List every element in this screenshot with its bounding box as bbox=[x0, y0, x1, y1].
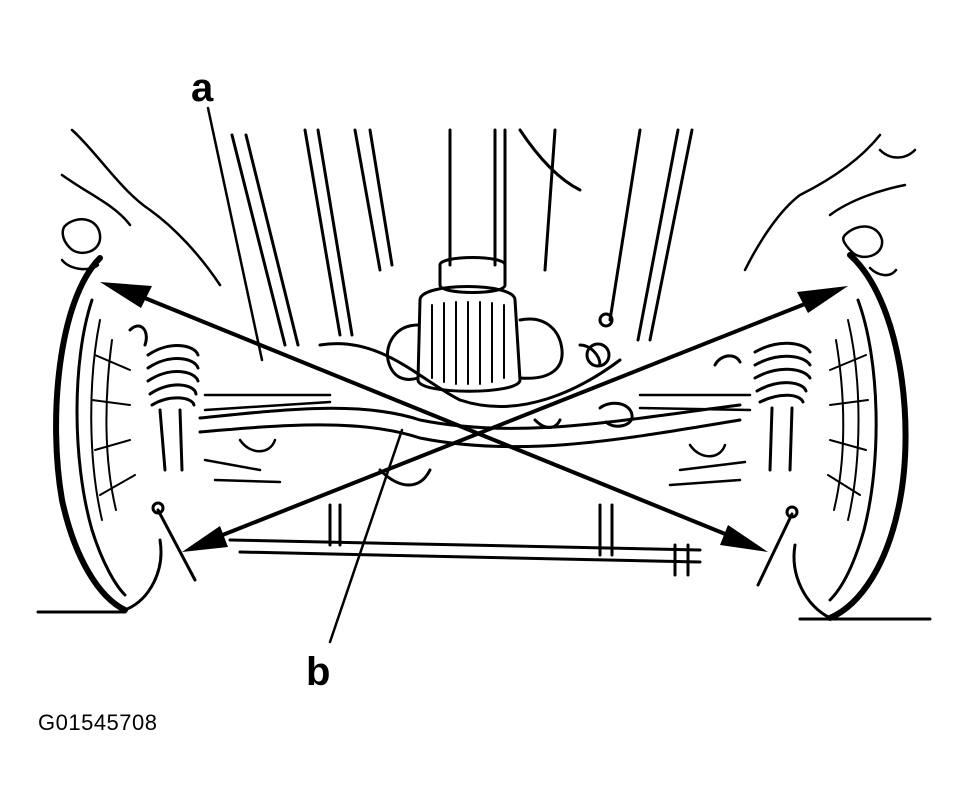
figure-id: G01545708 bbox=[38, 710, 158, 735]
arrowhead-bottom-left bbox=[182, 526, 228, 552]
differential bbox=[385, 285, 564, 393]
arrowhead-bottom-right bbox=[720, 525, 768, 552]
arrowhead-top-left bbox=[100, 282, 152, 308]
right-coil-spring bbox=[713, 341, 812, 472]
brace-line-right-to-left bbox=[209, 296, 821, 542]
hub-pointer-lines bbox=[156, 508, 794, 587]
body-outline bbox=[60, 128, 917, 287]
leader-b bbox=[328, 428, 404, 644]
left-coil-spring bbox=[128, 324, 200, 472]
drive-shaft bbox=[438, 128, 507, 294]
brace-line-left-to-right bbox=[129, 290, 741, 542]
callout-b: b bbox=[306, 650, 331, 694]
right-wheel bbox=[785, 252, 909, 621]
callout-a: a bbox=[191, 66, 214, 110]
callout-leaders bbox=[206, 106, 404, 644]
arrowhead-top-right bbox=[797, 286, 848, 313]
ground-line bbox=[36, 610, 932, 621]
frame-rails bbox=[230, 128, 694, 347]
control-arms bbox=[203, 393, 752, 487]
leader-a bbox=[206, 106, 264, 362]
left-wheel bbox=[53, 255, 165, 613]
diagonal-brace-arrows bbox=[100, 282, 848, 552]
